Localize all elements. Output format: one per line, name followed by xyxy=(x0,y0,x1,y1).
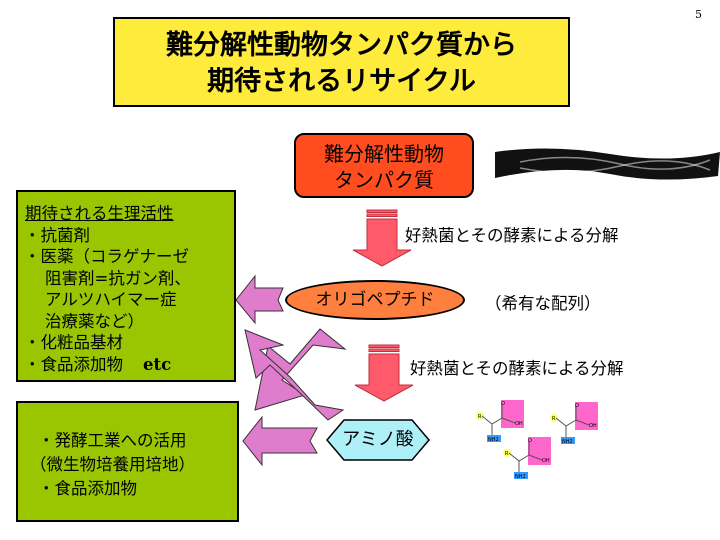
step2-caption: 好熱菌とその酵素による分解 xyxy=(410,359,624,378)
bioactivity-item: 治療薬など） xyxy=(45,311,144,331)
amino-acid-structures: R NH2 O OH xyxy=(476,400,599,481)
step1-caption: 好熱菌とその酵素による分解 xyxy=(405,226,619,245)
bioactivity-item-row: ・食品添加物 etc xyxy=(24,354,234,376)
bioactivity-item: ・食品添加物 xyxy=(24,354,123,374)
amino-acid-label: アミノ酸 xyxy=(342,429,414,450)
bioactivity-box: 期待される生理活性 ・抗菌剤 ・医薬（コラゲナーゼ 阻害剤=抗ガン剤、 アルツハ… xyxy=(16,190,236,382)
use-item: ・食品添加物 xyxy=(38,479,137,498)
diagonal-arrow-up-left xyxy=(244,329,345,421)
diagonal-arrow-down-left xyxy=(254,328,347,411)
rare-sequence-label: （希有な配列） xyxy=(485,294,601,313)
uses-box: ・発酵工業への活用 （微生物培養用培地） ・食品添加物 xyxy=(16,401,239,522)
amino-acid-hexagon: アミノ酸 xyxy=(326,419,430,461)
svg-text:OH: OH xyxy=(515,421,523,427)
bioactivity-item: アルツハイマー症 xyxy=(45,290,177,309)
protein-line-1: 難分解性動物 xyxy=(324,142,444,166)
down-arrow-2 xyxy=(354,344,414,402)
slide-title: 難分解性動物タンパク質から 期待されるリサイクル xyxy=(113,17,570,107)
page-number: 5 xyxy=(695,8,702,21)
bioactivity-item: ・化粧品基材 xyxy=(24,333,123,352)
etc-label: etc xyxy=(143,354,172,374)
protein-box: 難分解性動物 タンパク質 xyxy=(294,133,474,198)
title-line-2: 期待されるリサイクル xyxy=(207,66,476,97)
left-arrow-amino xyxy=(242,415,318,467)
use-item: ・発酵工業への活用 xyxy=(38,431,187,450)
svg-text:R: R xyxy=(478,414,482,420)
bioactivity-heading: 期待される生理活性 xyxy=(25,204,174,223)
title-line-1: 難分解性動物タンパク質から xyxy=(166,30,517,61)
down-arrow-1 xyxy=(352,209,412,267)
bioactivity-item: ・抗菌剤 xyxy=(24,225,90,245)
protein-line-2: タンパク質 xyxy=(334,168,434,192)
use-item: （微生物培養用培地） xyxy=(30,455,195,474)
bioactivity-item: 阻害剤=抗ガン剤、 xyxy=(45,268,191,288)
oligopeptide-ellipse: オリゴペプチド xyxy=(285,280,465,320)
collagen-fiber-image xyxy=(495,148,720,180)
left-arrow-oligo xyxy=(235,274,284,325)
svg-text:NH2: NH2 xyxy=(488,437,499,443)
bioactivity-item: ・医薬（コラゲナーゼ xyxy=(24,247,189,266)
svg-text:O: O xyxy=(501,401,505,407)
